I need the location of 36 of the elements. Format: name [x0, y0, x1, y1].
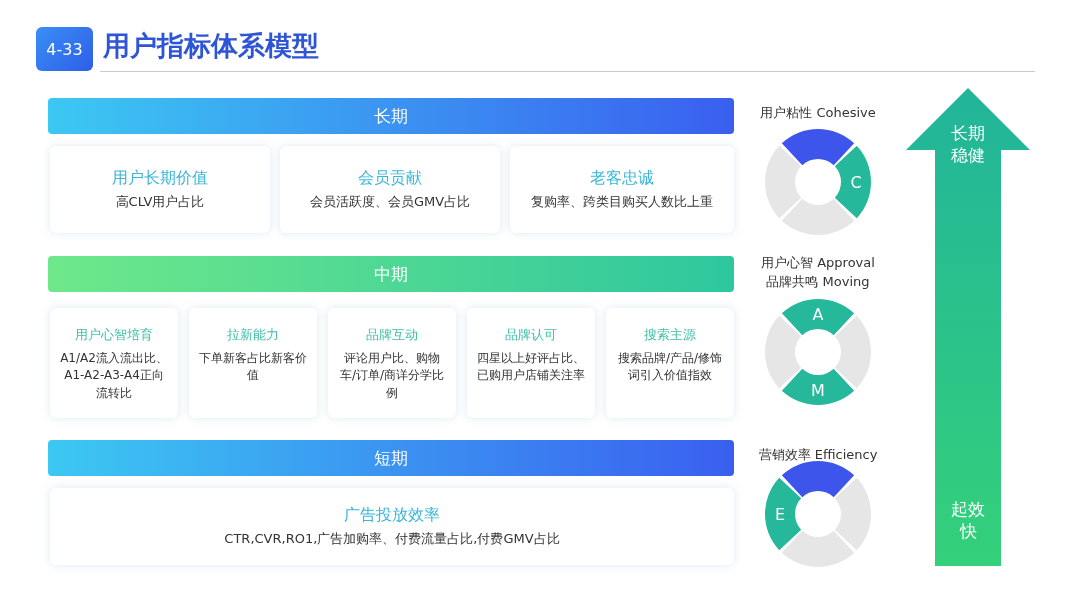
segment-letter: E	[774, 504, 786, 524]
card-title: 广告投放效率	[344, 504, 440, 526]
page-number-badge: 4-33	[36, 27, 93, 71]
card-description: A1/A2流入流出比、A1-A2-A3-A4正向流转比	[60, 350, 168, 402]
card-description: CTR,CVR,RO1,广告加购率、付费流量占比,付费GMV占比	[224, 529, 560, 548]
section-header-bar: 长期	[48, 98, 734, 134]
card-title: 老客忠诚	[590, 167, 654, 189]
upward-arrow	[906, 88, 1030, 566]
card-title: 搜索主源	[644, 326, 696, 344]
card-title: 品牌认可	[505, 326, 557, 344]
card-description: 下单新客占比新客价值	[199, 350, 307, 385]
card-title: 品牌互动	[366, 326, 418, 344]
segment-letter: C	[850, 172, 862, 192]
segmented-ring	[763, 297, 873, 407]
section-header-bar: 中期	[48, 256, 734, 292]
ring-caption: 品牌共鸣 Moving	[765, 273, 871, 291]
arrow-label: 起效快	[950, 498, 986, 543]
segment-letter: M	[811, 380, 825, 400]
ring-caption: 用户粘性 Cohesive	[759, 104, 877, 122]
segment-letter: A	[812, 304, 824, 324]
card-description: 四星以上好评占比、已购用户店铺关注率	[477, 350, 585, 385]
card-title: 用户心智培育	[75, 326, 153, 344]
card-description: 会员活跃度、会员GMV占比	[309, 192, 471, 211]
card-title: 用户长期价值	[112, 167, 208, 189]
segmented-ring	[763, 127, 873, 237]
card-title: 拉新能力	[227, 326, 279, 344]
ring-caption: 用户心智 Approval	[760, 254, 876, 272]
section-header-bar: 短期	[48, 440, 734, 476]
card-description: 复购率、跨类目购买人数比上重	[531, 192, 713, 211]
card-title: 会员贡献	[358, 167, 422, 189]
arrow-label: 长期稳健	[950, 122, 986, 167]
page-title: 用户指标体系模型	[103, 29, 319, 63]
ring-caption: 营销效率 Efficiency	[757, 446, 879, 464]
card-description: 评论用户比、购物车/订单/商详分学比例	[338, 350, 446, 402]
card-description: 搜索品牌/产品/修饰词引入价值指效	[616, 350, 724, 385]
card-description: 高CLV用户占比	[115, 192, 205, 211]
